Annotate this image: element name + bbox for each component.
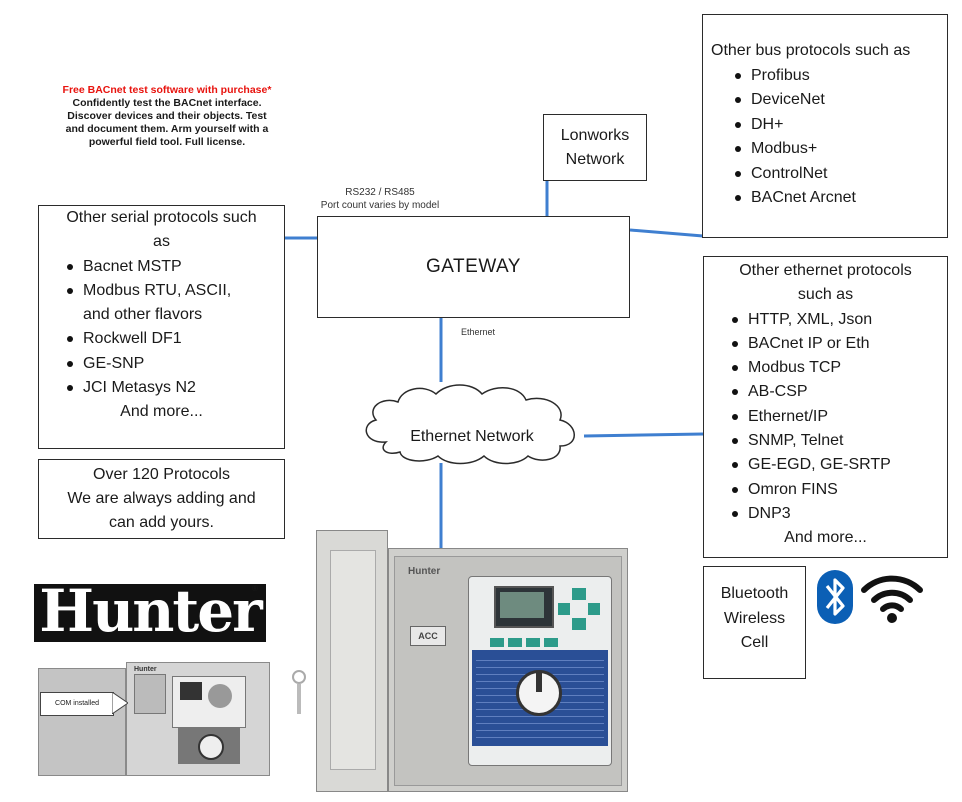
serial-item-cont: and other flavors [83, 306, 203, 324]
promo-line: and document them. Arm yourself with a [65, 123, 269, 135]
count-line: can add yours. [109, 514, 214, 531]
protocol-count-box: Over 120 Protocols We are always adding … [38, 459, 285, 539]
cabinet-logo: Hunter [408, 566, 441, 577]
small-controller-image: Hunter COM installed [38, 662, 270, 776]
eth-item: HTTP, XML, Json [732, 308, 947, 332]
promo-line: powerful field tool. Full license. [88, 136, 246, 148]
lonworks-label: Network [565, 151, 625, 168]
eth-item: Ethernet/IP [732, 405, 947, 429]
acc-badge-label: ACC [418, 631, 438, 641]
serial-item: Rockwell DF1 [67, 327, 284, 351]
bus-protocols-box: Other bus protocols such as Profibus Dev… [702, 14, 948, 238]
bluetooth-icon [817, 570, 853, 624]
serial-item: Modbus RTU, ASCII, [67, 279, 284, 303]
eth-item: DNP3 [732, 502, 947, 526]
eth-heading: Other ethernet protocols [739, 262, 912, 279]
eth-item: SNMP, Telnet [732, 429, 947, 453]
eth-heading: such as [797, 286, 854, 304]
eth-item: AB-CSP [732, 380, 947, 404]
wifi-icon [861, 575, 923, 623]
eth-item: Omron FINS [732, 478, 947, 502]
rs-port-label: RS232 / RS485 Port count varies by model [290, 186, 470, 212]
eth-item: GE-EGD, GE-SRTP [732, 453, 947, 477]
lonworks-box: Lonworks Network [543, 114, 647, 181]
rs-label-line: Port count varies by model [320, 200, 440, 211]
promo-line: Discover devices and their objects. Test [67, 110, 267, 122]
promo-line: Confidently test the BACnet interface. [72, 97, 262, 109]
bus-heading: Other bus protocols such as [711, 42, 911, 59]
eth-item: BACnet IP or Eth [732, 332, 947, 356]
bus-item: Modbus+ [735, 137, 947, 162]
acc-badge: ACC [410, 626, 446, 646]
serial-heading: as [153, 233, 170, 251]
hunter-logo: Hunter [34, 584, 266, 642]
cloud-label: Ethernet Network [410, 428, 534, 445]
wireless-line: Wireless [723, 609, 786, 627]
bus-item: DH+ [735, 113, 947, 138]
ethernet-protocols-box: Other ethernet protocols such as HTTP, X… [703, 256, 948, 558]
com-installed-label: COM installed [55, 700, 99, 707]
eth-item: Modbus TCP [732, 356, 947, 380]
serial-more: And more... [120, 403, 203, 421]
wireless-box: Bluetooth Wireless Cell [703, 566, 806, 679]
ethernet-cloud [365, 384, 575, 465]
small-hunter-logo: Hunter [134, 666, 157, 673]
key-icon [292, 670, 306, 714]
promo-title: Free BACnet test software with purchase* [62, 84, 272, 96]
serial-protocols-box: Other serial protocols such as Bacnet MS… [38, 205, 285, 449]
com-installed-callout: COM installed [40, 692, 114, 716]
serial-heading: Other serial protocols such [66, 209, 257, 226]
count-line: We are always adding and [67, 490, 256, 507]
gateway-label: GATEWAY [426, 256, 521, 277]
bus-item: DeviceNet [735, 88, 947, 113]
eth-more: And more... [784, 529, 867, 547]
trademark-mark: ® [252, 584, 258, 593]
serial-item: Bacnet MSTP [67, 255, 284, 279]
count-line: Over 120 Protocols [93, 466, 230, 483]
serial-item: JCI Metasys N2 [67, 376, 284, 400]
bus-item: ControlNet [735, 162, 947, 187]
serial-item: GE-SNP [67, 352, 284, 376]
ethernet-label: Ethernet [461, 327, 496, 337]
hunter-logo-text: Hunter [39, 584, 262, 642]
promo-block: Free BACnet test software with purchase*… [36, 84, 298, 149]
bus-item: Profibus [735, 64, 947, 89]
wireless-line: Bluetooth [720, 585, 789, 602]
gateway-box: GATEWAY [317, 216, 630, 318]
controller-image: Hunter ACC [290, 530, 640, 792]
lonworks-label: Lonworks [560, 127, 630, 144]
rs-label-line: RS232 / RS485 [345, 187, 415, 198]
wireless-line: Cell [740, 634, 769, 651]
bus-item: BACnet Arcnet [735, 186, 947, 211]
